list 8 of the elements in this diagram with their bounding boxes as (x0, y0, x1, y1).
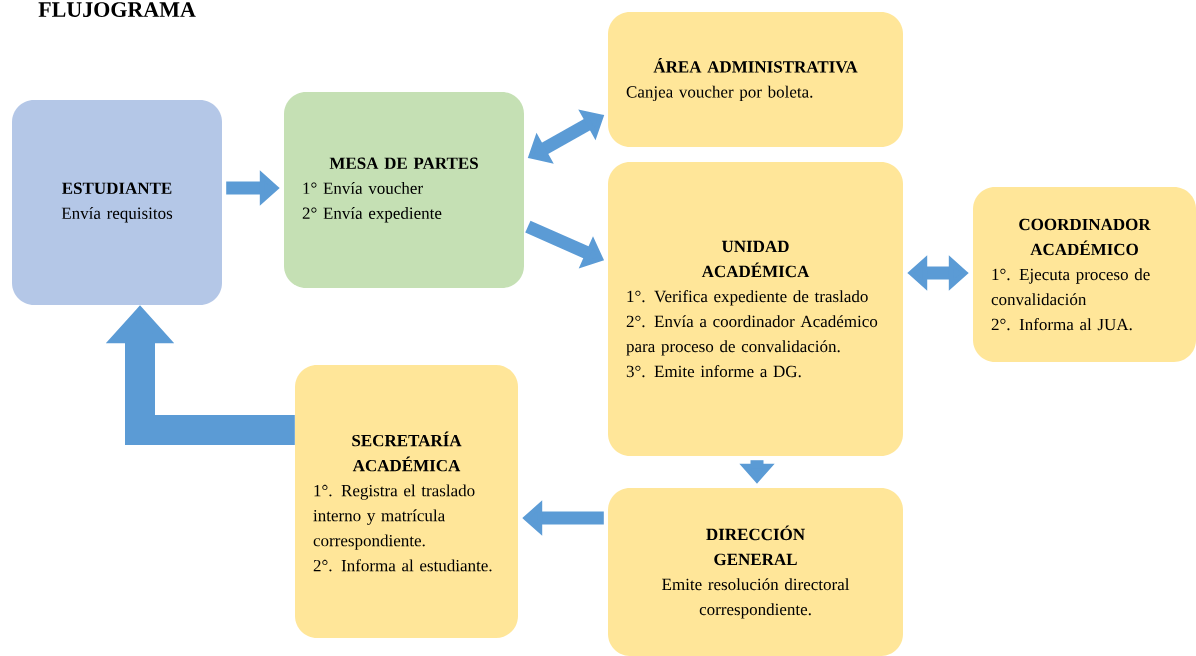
process-box: ESTUDIANTE Envía requisitos (12, 100, 222, 305)
process-box: DIRECCIÓN GENERAL Emite resolución directoral correspondiente. (608, 488, 903, 656)
title: FLUJOGRAMA (38, 2, 196, 17)
process-box: UNIDAD ACADÉMICA 1°. Verifica expediente de traslado 2°. Envía a coordinador Académico para proceso de convalidación. 3°. Emite informe a DG. (608, 162, 903, 456)
process-box: COORDINADOR ACADÉMICO 1°. Ejecuta proceso de convalidación 2°. Informa al JUA. (973, 187, 1196, 362)
process-box: MESA DE PARTES 1° Envía voucher 2° Envía expediente (284, 92, 524, 288)
process-box: SECRETARÍA ACADÉMICA 1°. Registra el traslado interno y matrícula correspondiente. 2°. Informa al estudiante. (295, 365, 518, 638)
process-box: ÁREA ADMINISTRATIVA Canjea voucher por boleta. (608, 12, 903, 147)
